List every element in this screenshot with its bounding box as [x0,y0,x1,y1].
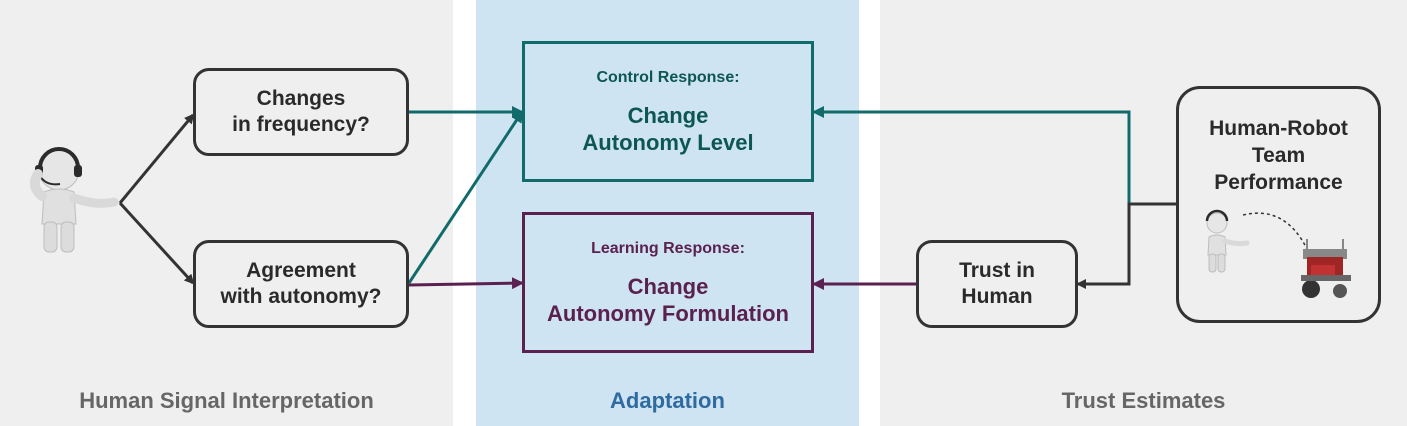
team-performance-title: Human-Robot Team Performance [1179,115,1378,196]
trust-line1: Trust in [959,259,1035,282]
frequency-line2: in frequency? [232,113,370,136]
frequency-line1: Changes [256,87,346,110]
arrow-performance-to-trust [1076,202,1176,289]
learning-response-heading: Learning Response: [591,239,745,257]
control-response-box: Control Response: Change Autonomy Level [522,41,814,182]
trust-line2: Human [961,285,1033,308]
section-label-human-signal: Human Signal Interpretation [79,388,374,413]
control-response-line1: Change [627,102,709,128]
arrow-human-to-agreement [118,201,195,285]
agreement-line2: with autonomy? [220,285,382,308]
agreement-with-autonomy-box: Agreement with autonomy? [193,240,409,328]
section-label-adaptation: Adaptation [610,388,725,413]
trust-in-human-box: Trust in Human [916,240,1078,328]
performance-line1: Human-Robot [1209,117,1348,140]
control-response-line2: Autonomy Level [582,129,754,155]
agreement-line1: Agreement [246,259,356,282]
performance-line2: Team [1251,144,1306,167]
arrow-agreement-to-control [407,110,524,284]
learning-response-line2: Autonomy Formulation [547,300,789,326]
changes-in-frequency-box: Changes in frequency? [193,68,409,156]
section-label-trust-estimates: Trust Estimates [1061,388,1226,413]
team-performance-box: Human-Robot Team Performance [1176,86,1381,323]
human-with-headset-icon [29,147,119,253]
arrow-agreement-to-learning [408,277,524,290]
performance-line3: Performance [1214,171,1343,194]
learning-response-line1: Change [627,273,709,299]
control-response-heading: Control Response: [596,68,740,86]
arrow-human-to-frequency [118,113,195,204]
human-robot-team-icon [1205,209,1351,298]
arrow-performance-to-control [812,106,1131,204]
learning-response-box: Learning Response: Change Autonomy Formu… [522,212,814,353]
